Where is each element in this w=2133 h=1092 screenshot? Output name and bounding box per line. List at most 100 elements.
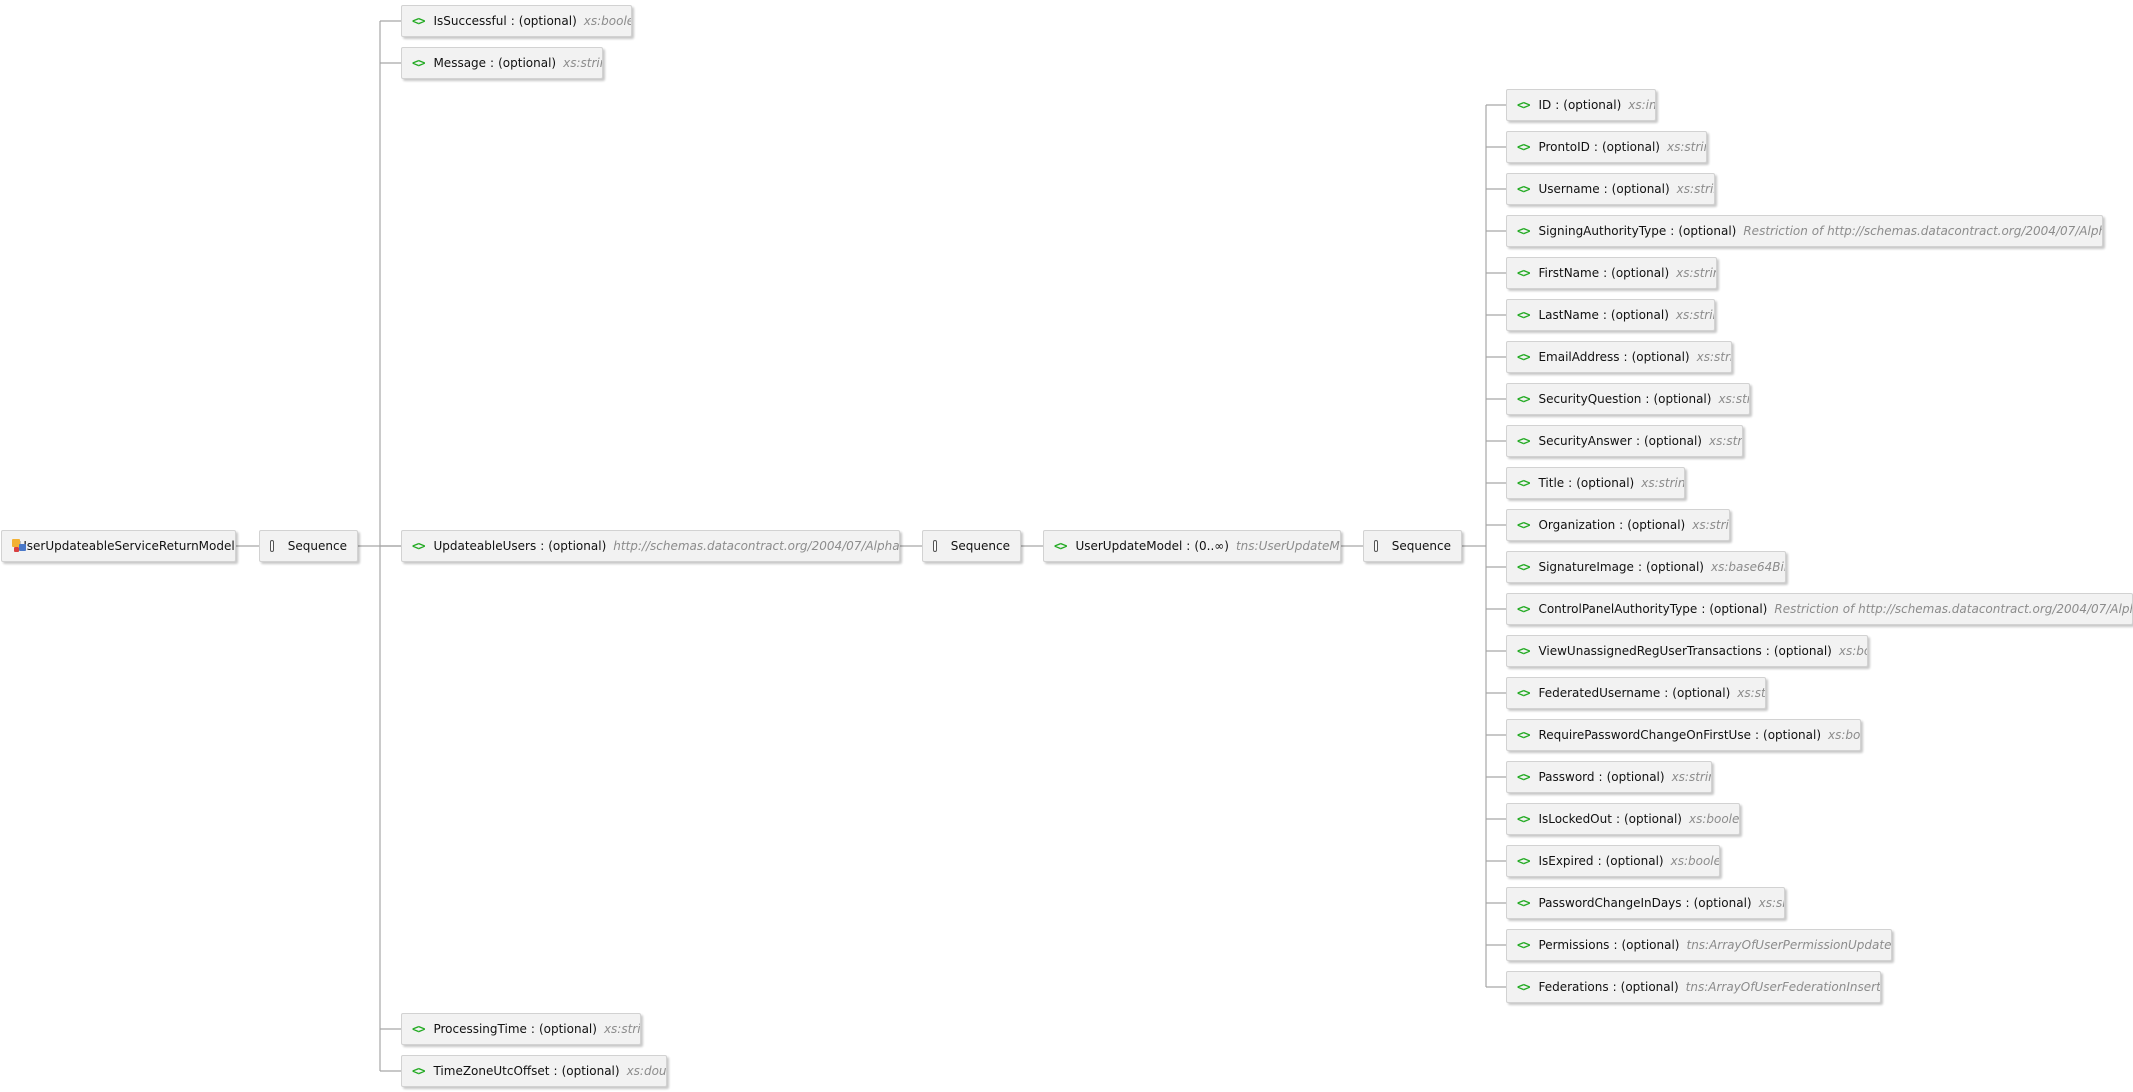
element-separator: : [1603,182,1608,196]
element-icon: <> [1517,308,1530,322]
element-node-processingtime[interactable]: <> ProcessingTime : (optional) xs:string [401,1013,641,1045]
element-name: Federations [1538,980,1609,994]
field-node-organization[interactable]: <> Organization : (optional) xs:string [1506,509,1730,541]
field-node-islockedout[interactable]: <> IsLockedOut : (optional) xs:boolean [1506,803,1740,835]
field-node-securityquestion[interactable]: <> SecurityQuestion : (optional) xs:stri… [1506,383,1750,415]
element-node-timezoneutcoffset[interactable]: <> TimeZoneUtcOffset : (optional) xs:dou… [401,1055,667,1087]
element-icon: <> [1517,896,1530,910]
element-occurrence: (optional) [1576,476,1635,490]
element-node-issuccessful[interactable]: <> IsSuccessful : (optional) xs:boolean [401,5,632,37]
sequence-node[interactable]: Sequence [922,530,1021,562]
element-icon: <> [1517,644,1530,658]
element-type: http://schemas.datacontract.org/2004/07/… [613,539,900,553]
sequence-label: Sequence [950,539,1010,553]
field-node-password[interactable]: <> Password : (optional) xs:string [1506,761,1712,793]
element-icon: <> [1517,728,1530,742]
field-node-viewunassignedreguser[interactable]: <> ViewUnassignedRegUserTransactions : (… [1506,635,1868,667]
field-node-lastname[interactable]: <> LastName : (optional) xs:string [1506,299,1715,331]
element-occurrence: (optional) [1643,434,1702,448]
element-occurrence: (0..∞) [1194,539,1229,553]
element-separator: : [1664,686,1669,700]
field-node-requirepasswordchange[interactable]: <> RequirePasswordChangeOnFirstUse : (op… [1506,719,1861,751]
element-separator: : [1186,539,1191,553]
element-icon: <> [1517,350,1530,364]
field-node-emailaddress[interactable]: <> EmailAddress : (optional) xs:string [1506,341,1732,373]
element-separator: : [1612,980,1617,994]
element-icon: <> [412,1022,425,1036]
element-type: tns:ArrayOfUserPermissionUpdateModel [1686,938,1892,952]
element-type: xs:short [1758,896,1784,910]
element-type: xs:string [563,56,602,70]
element-name: IsSuccessful [433,14,507,28]
element-name: ControlPanelAuthorityType [1538,602,1698,616]
element-occurrence: (optional) [1763,728,1822,742]
field-node-signingauthoritytype[interactable]: <> SigningAuthorityType : (optional) Res… [1506,215,2103,247]
element-separator: : [540,539,545,553]
element-separator: : [1765,644,1770,658]
element-name: Username [1538,182,1600,196]
element-name: SecurityQuestion [1538,392,1642,406]
field-node-passwordchangeindays[interactable]: <> PasswordChangeInDays : (optional) xs:… [1506,887,1785,919]
element-type: xs:base64Binary [1710,560,1785,574]
element-type: xs:string [1737,686,1766,700]
sequence-node[interactable]: Sequence [1363,530,1462,562]
element-occurrence: (optional) [1709,602,1768,616]
element-name: TimeZoneUtcOffset [433,1064,550,1078]
element-type: xs:string [1671,770,1711,784]
element-name: UserUpdateModel [1075,539,1183,553]
element-node-updateableusers[interactable]: <> UpdateableUsers : (optional) http://s… [401,530,900,562]
element-name: IsLockedOut [1538,812,1612,826]
element-type: xs:string [1708,434,1743,448]
element-node-message[interactable]: <> Message : (optional) xs:string [401,47,603,79]
field-node-signatureimage[interactable]: <> SignatureImage : (optional) xs:base64… [1506,551,1786,583]
field-node-permissions[interactable]: <> Permissions : (optional) tns:ArrayOfU… [1506,929,1892,961]
element-occurrence: (optional) [1611,182,1670,196]
field-node-title[interactable]: <> Title : (optional) xs:string [1506,467,1685,499]
element-type: xs:string [1676,182,1714,196]
element-name: Organization [1538,518,1616,532]
element-occurrence: (optional) [1611,266,1670,280]
field-node-isexpired[interactable]: <> IsExpired : (optional) xs:boolean [1506,845,1720,877]
element-name: ProntoID [1538,140,1590,154]
element-name: UpdateableUsers [433,539,537,553]
sequence-node[interactable]: Sequence [259,530,358,562]
element-separator: : [553,1064,558,1078]
field-node-controlpanelauthoritytype[interactable]: <> ControlPanelAuthorityType : (optional… [1506,593,2133,625]
element-icon: <> [1054,539,1067,553]
field-node-prontoid[interactable]: <> ProntoID : (optional) xs:string [1506,131,1707,163]
element-type: xs:boolean [1828,728,1861,742]
element-separator: : [490,56,495,70]
field-node-securityanswer[interactable]: <> SecurityAnswer : (optional) xs:string [1506,425,1743,457]
sequence-icon [1374,540,1378,552]
element-separator: : [1685,896,1690,910]
element-icon: <> [1517,560,1530,574]
sequence-label: Sequence [1391,539,1451,553]
field-node-username[interactable]: <> Username : (optional) xs:string [1506,173,1715,205]
element-type: xs:boolean [1688,812,1740,826]
element-separator: : [1597,854,1602,868]
field-node-id[interactable]: <> ID : (optional) xs:int [1506,89,1656,121]
element-icon: <> [1517,98,1530,112]
field-node-federatedusername[interactable]: <> FederatedUsername : (optional) xs:str… [1506,677,1766,709]
element-separator: : [1637,560,1642,574]
root-type-node[interactable]: UserUpdateableServiceReturnModel [1,530,236,562]
element-name: SigningAuthorityType [1538,224,1667,238]
element-icon: <> [1517,686,1530,700]
element-occurrence: (optional) [538,1022,597,1036]
element-node-userupdatemodel[interactable]: <> UserUpdateModel : (0..∞) tns:UserUpda… [1043,530,1341,562]
element-occurrence: (optional) [1606,770,1665,784]
element-separator: : [1670,224,1675,238]
element-occurrence: (optional) [1563,98,1622,112]
element-icon: <> [1517,392,1530,406]
element-separator: : [1635,434,1640,448]
element-occurrence: (optional) [498,56,557,70]
element-occurrence: (optional) [1678,224,1737,238]
element-type: xs:string [1692,518,1729,532]
field-node-federations[interactable]: <> Federations : (optional) tns:ArrayOfU… [1506,971,1881,1003]
element-type: xs:string [1641,476,1685,490]
field-node-firstname[interactable]: <> FirstName : (optional) xs:string [1506,257,1717,289]
element-occurrence: (optional) [1653,392,1712,406]
sequence-icon [270,540,274,552]
element-type: xs:string [1696,350,1731,364]
